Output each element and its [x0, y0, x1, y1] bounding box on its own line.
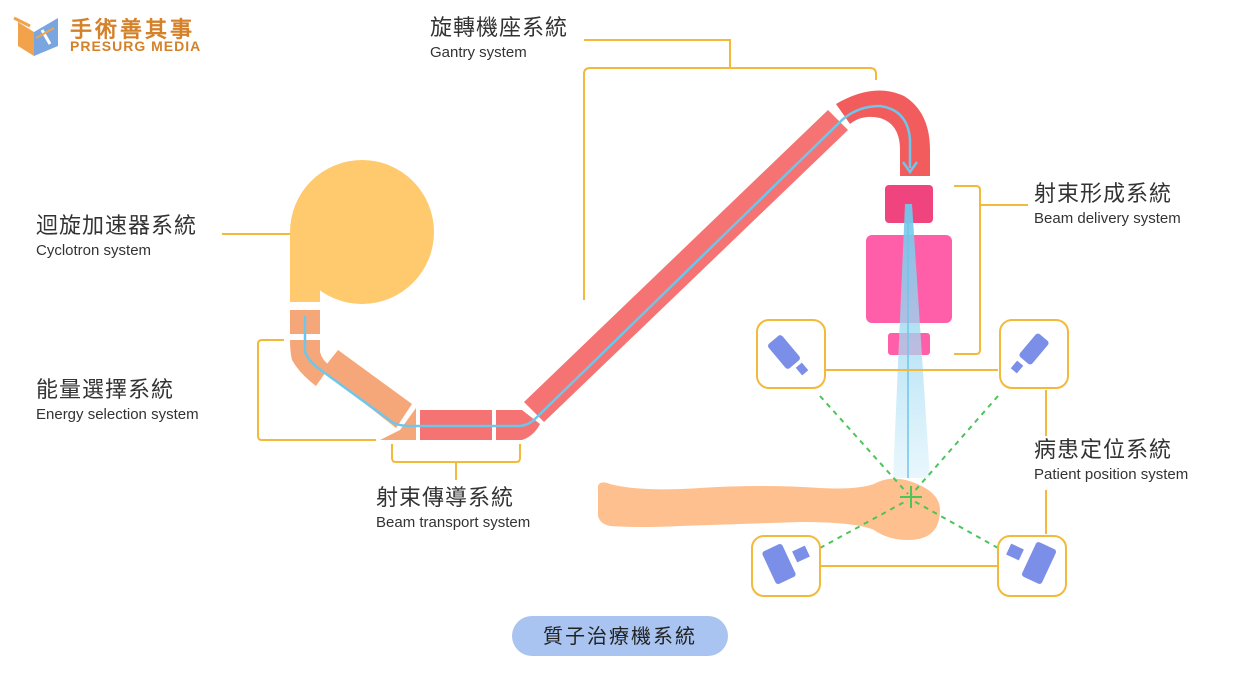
label-transport: 射束傳導系統 Beam transport system	[376, 486, 530, 532]
brand-logo: 手術善其事 PRESURG MEDIA	[12, 10, 202, 62]
patient-title: 病患定位系統	[1034, 438, 1173, 463]
label-energy: 能量選擇系統 Energy selection system	[36, 378, 199, 424]
transport-subtitle: Beam transport system	[376, 514, 531, 532]
imager-bottom-left	[751, 535, 821, 597]
energy-title: 能量選擇系統	[36, 378, 175, 403]
imager-frame	[820, 369, 998, 567]
cyclotron-title: 迴旋加速器系統	[36, 214, 198, 239]
imager-bottom-right	[997, 535, 1067, 597]
cyclotron	[290, 160, 434, 304]
positioning-lasers	[819, 395, 999, 549]
energy-selection-line	[290, 310, 416, 440]
cyclotron-subtitle: Cyclotron system	[36, 242, 152, 260]
treatment-beam	[893, 204, 930, 478]
gantry-subtitle: Gantry system	[430, 44, 527, 62]
beam-arrow-icon	[901, 161, 919, 175]
energy-subtitle: Energy selection system	[36, 406, 199, 424]
gantry-title: 旋轉機座系統	[430, 16, 569, 41]
beam-path	[303, 104, 912, 428]
diagram-caption: 質子治療機系統	[512, 616, 728, 656]
isocenter-icon	[900, 486, 922, 508]
gantry-beamline	[524, 90, 930, 422]
patient-figure	[598, 478, 940, 540]
brand-name-zh: 手術善其事	[70, 18, 196, 43]
imager-top-right	[999, 319, 1069, 389]
label-delivery: 射束形成系統 Beam delivery system	[1034, 182, 1181, 228]
brand-mark-icon	[13, 16, 58, 56]
label-cyclotron: 迴旋加速器系統 Cyclotron system	[36, 214, 197, 260]
delivery-title: 射束形成系統	[1034, 182, 1173, 207]
imager-top-left	[756, 319, 826, 389]
transport-title: 射束傳導系統	[376, 486, 515, 511]
patient-subtitle: Patient position system	[1034, 466, 1189, 484]
label-patient: 病患定位系統 Patient position system	[1034, 438, 1188, 484]
delivery-subtitle: Beam delivery system	[1034, 210, 1181, 228]
brand-name-en: PRESURG MEDIA	[70, 38, 202, 54]
label-gantry: 旋轉機座系統 Gantry system	[430, 16, 568, 62]
leader-lines	[222, 39, 1047, 534]
